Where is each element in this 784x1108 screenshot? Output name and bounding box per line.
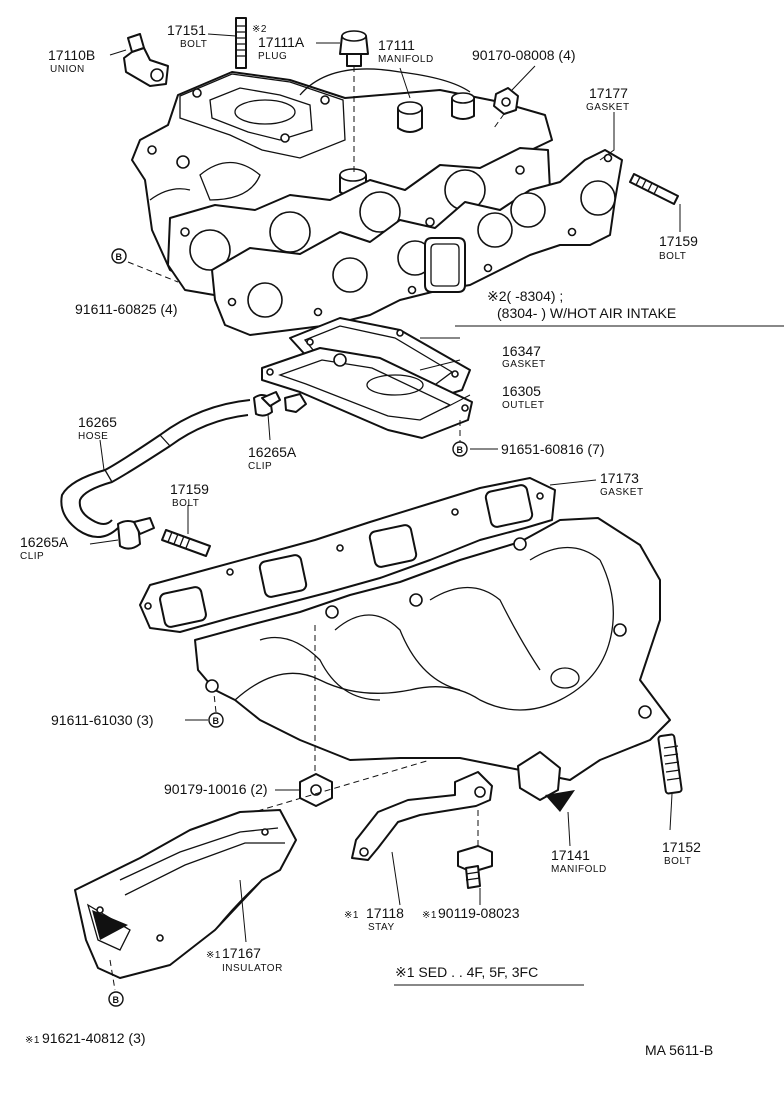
- label-bolt-stay-mark: ※1: [422, 910, 437, 921]
- label-clip-upper-number: 16265A: [248, 444, 297, 460]
- gasket-intake: [211, 149, 623, 336]
- nut-top: [493, 87, 519, 129]
- label-insulator-mark: ※1: [206, 950, 221, 961]
- label-gasket-exhaust-number: 17173: [600, 470, 639, 486]
- label-gasket-outlet-name: GASKET: [502, 359, 546, 370]
- label-exhaust-manifold-name: MANIFOLD: [551, 864, 607, 875]
- label-stud-right-number: 17159: [659, 233, 698, 249]
- clip-lower: [117, 517, 155, 550]
- svg-text:B: B: [113, 995, 120, 1005]
- label-insulator-number: 17167: [222, 945, 261, 961]
- label-union-name: UNION: [50, 64, 85, 75]
- label-stud-left-name: BOLT: [172, 498, 199, 509]
- label-outlet-name: OUTLET: [502, 400, 544, 411]
- label-bolt-b4-mark: ※1: [25, 1035, 40, 1046]
- label-clip-lower-name: CLIP: [20, 551, 44, 562]
- insulator-17167: [74, 759, 431, 991]
- label-stud-bottom-number: 17152: [662, 839, 701, 855]
- label-bolt-top-number: 17151: [167, 22, 206, 38]
- label-note1: ※1 SED . . 4F, 5F, 3FC: [395, 964, 538, 980]
- bolt-90119: [457, 845, 493, 889]
- label-stay-mark: ※1: [344, 910, 359, 921]
- label-hose-number: 16265: [78, 414, 117, 430]
- label-bolt-top-name: BOLT: [180, 39, 207, 50]
- label-note2-line1: ※2( -8304) ;: [487, 288, 563, 304]
- stud-17159-left: [161, 529, 211, 557]
- label-gasket-outlet-number: 16347: [502, 343, 541, 359]
- hose-16265: [60, 399, 251, 538]
- label-clip-upper-name: CLIP: [248, 461, 272, 472]
- clip-upper: [253, 391, 281, 417]
- union-fitting: [123, 33, 169, 87]
- label-outlet-number: 16305: [502, 383, 541, 399]
- plug-17111A: [339, 30, 369, 175]
- label-manifold-name: MANIFOLD: [378, 54, 434, 65]
- label-clip-lower-number: 16265A: [20, 534, 69, 550]
- svg-text:B: B: [457, 445, 464, 455]
- bolt-symbol-4: B: [108, 991, 124, 1007]
- stay-17118: [351, 771, 493, 861]
- figure-id: MA 5611-B: [645, 1042, 713, 1058]
- label-stay-number: 17118: [366, 905, 404, 921]
- bolt-symbol-1: B: [111, 248, 179, 283]
- label-plug-name: PLUG: [258, 51, 287, 62]
- label-plug-number: 17111A: [258, 34, 305, 50]
- label-stud-left-number: 17159: [170, 481, 209, 497]
- leader-lines: [89, 33, 784, 986]
- svg-text:B: B: [213, 716, 220, 726]
- label-bolt-top-mark: ※2: [252, 24, 267, 35]
- outlet-16305: [261, 347, 473, 442]
- label-bolt-b4-number: 91621-40812 (3): [42, 1030, 146, 1046]
- stud-17159-right: [629, 173, 679, 205]
- label-stud-bottom-name: BOLT: [664, 856, 691, 867]
- bolt-symbol-3: B: [208, 693, 224, 728]
- nut-bottom: [299, 625, 333, 807]
- exhaust-manifold: [194, 517, 671, 812]
- label-bolt-b2-number: 91651-60816 (7): [501, 441, 605, 457]
- label-bolt-b3-number: 91611-61030 (3): [51, 712, 153, 728]
- labels: 17110B UNION 17151 ※2 BOLT 17111A PLUG 1…: [20, 22, 713, 1058]
- label-stud-right-name: BOLT: [659, 251, 686, 262]
- label-exhaust-manifold-number: 17141: [551, 847, 590, 863]
- label-insulator-name: INSULATOR: [222, 963, 283, 974]
- gasket-exhaust: [139, 477, 556, 633]
- bolt-symbol-2: B: [452, 441, 468, 457]
- stud-17152: [657, 733, 683, 795]
- label-gasket-exhaust-name: GASKET: [600, 487, 644, 498]
- label-bolt-stay-number: 90119-08023: [438, 905, 520, 921]
- label-nut-bottom-number: 90179-10016 (2): [164, 781, 268, 797]
- label-gasket-intake-number: 17177: [589, 85, 628, 101]
- label-hose-name: HOSE: [78, 431, 108, 442]
- label-stay-name: STAY: [368, 922, 395, 933]
- svg-text:B: B: [116, 252, 123, 262]
- bolt-17151: [235, 17, 247, 69]
- label-nut-top-number: 90170-08008 (4): [472, 47, 576, 63]
- label-union-number: 17110B: [48, 47, 95, 63]
- label-note2-line2: (8304- ) W/HOT AIR INTAKE: [497, 305, 676, 321]
- label-gasket-intake-name: GASKET: [586, 102, 630, 113]
- label-bolt-b1-number: 91611-60825 (4): [75, 301, 177, 317]
- label-manifold-number: 17111: [378, 37, 415, 53]
